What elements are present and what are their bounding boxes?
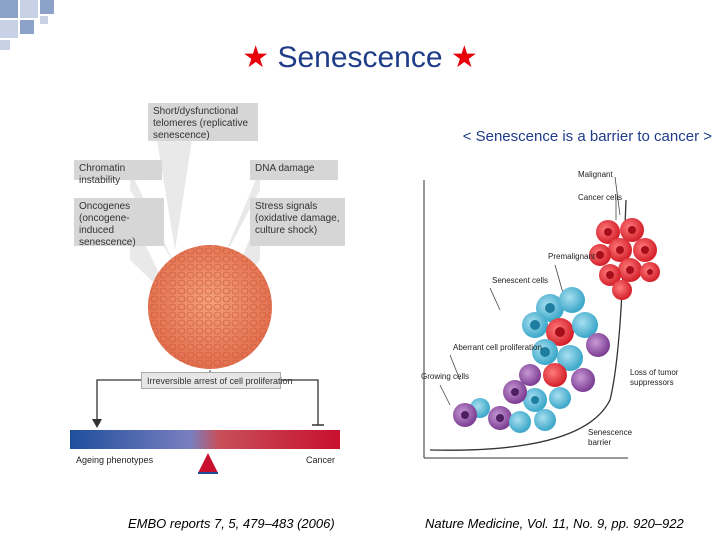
chromatin-box: Chromatin instability <box>74 160 162 186</box>
star-icon: ★ <box>450 41 478 74</box>
senescent-cells-cluster <box>519 287 610 431</box>
dna-damage-box: DNA damage <box>250 160 338 180</box>
title-text: Senescence <box>277 41 443 74</box>
ageing-label: Ageing phenotypes <box>76 455 154 465</box>
right-citation: Nature Medicine, Vol. 11, No. 9, pp. 920… <box>425 516 684 531</box>
cancer-cells-cluster <box>589 218 660 300</box>
left-figure-graphics <box>70 140 340 474</box>
fulcrum-icon <box>198 453 218 473</box>
stress-signals-box: Stress signals (oxidative damage, cultur… <box>250 198 345 246</box>
telomeres-box: Short/dysfunctional telomeres (replicati… <box>148 103 258 141</box>
cancer-cells-label: Cancer cells <box>578 193 623 202</box>
growing-cells-label: Growing cells <box>421 372 470 381</box>
growing-cells-cluster <box>453 380 531 433</box>
slide-title: ★ Senescence ★ <box>0 40 720 75</box>
oncogenes-box: Oncogenes (oncogene-induced senescence) <box>74 198 164 248</box>
left-citation: EMBO reports 7, 5, 479–483 (2006) <box>128 516 335 531</box>
arrest-box: Irreversible arrest of cell proliferatio… <box>141 372 293 389</box>
slide-subtitle: < Senescence is a barrier to cancer > <box>462 128 712 145</box>
premalignant-label: Premalignant <box>548 252 596 261</box>
loss-suppressors-label: Loss of tumor suppressors <box>630 368 679 387</box>
malignant-label: Malignant <box>578 170 613 179</box>
aberrant-label: Aberrant cell proliferation <box>453 343 542 352</box>
senescent-cells-label: Senescent cells <box>492 276 549 285</box>
right-figure-graphics <box>423 176 660 459</box>
ageing-cancer-bar <box>70 430 340 449</box>
senescence-barrier-label: Senescence barrier <box>588 428 633 447</box>
star-icon: ★ <box>242 41 270 74</box>
cancer-label: Cancer <box>306 455 336 465</box>
